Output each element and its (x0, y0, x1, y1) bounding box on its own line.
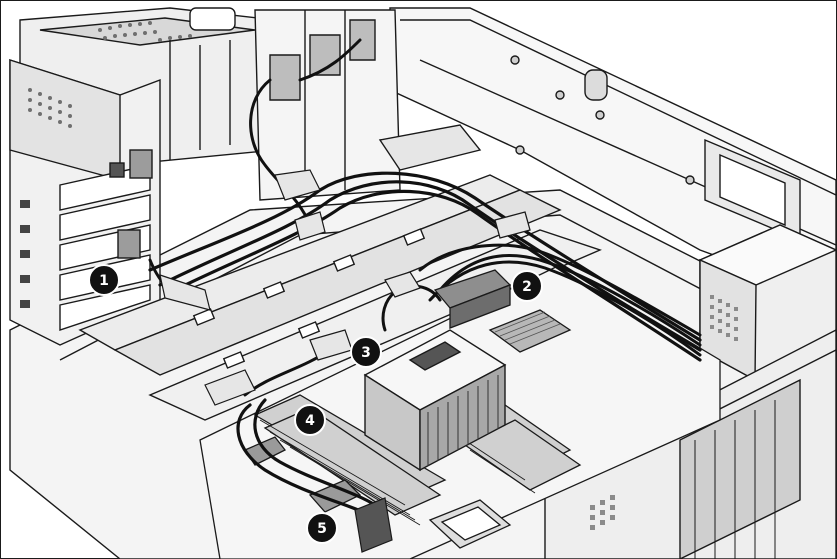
callout-3: 3 (350, 336, 382, 368)
callout-label-5: 5 (317, 521, 327, 537)
power-supply (698, 224, 837, 382)
expansion-slot-bracket (544, 328, 837, 559)
callout-badge-3 (350, 336, 382, 368)
callout-label-4: 4 (305, 413, 315, 429)
callout-badge-2 (511, 270, 543, 302)
center-partition-cards (254, 9, 482, 201)
system-board-power-connector (433, 211, 531, 329)
callout-1: 1 (88, 264, 120, 296)
callout-label-3: 3 (361, 345, 371, 361)
callout-label-2: 2 (522, 279, 532, 295)
callout-5: 5 (306, 512, 338, 544)
callout-2: 2 (511, 270, 543, 302)
processor-heatsink (363, 329, 507, 472)
chipset-heatsink (488, 309, 572, 353)
cable-processor-area (381, 271, 442, 332)
callout-badge-5 (306, 512, 338, 544)
cable-backplane-to-card (249, 38, 362, 241)
drive-cage-lower (9, 59, 161, 346)
cable-drive-cage-connector (148, 258, 211, 311)
cable-bundle-main (148, 171, 702, 362)
chassis-side-wall (389, 7, 837, 302)
callout-label-1: 1 (99, 273, 109, 289)
callout-4: 4 (294, 404, 326, 436)
callout-badge-4 (294, 404, 326, 436)
callout-badge-1 (88, 264, 120, 296)
